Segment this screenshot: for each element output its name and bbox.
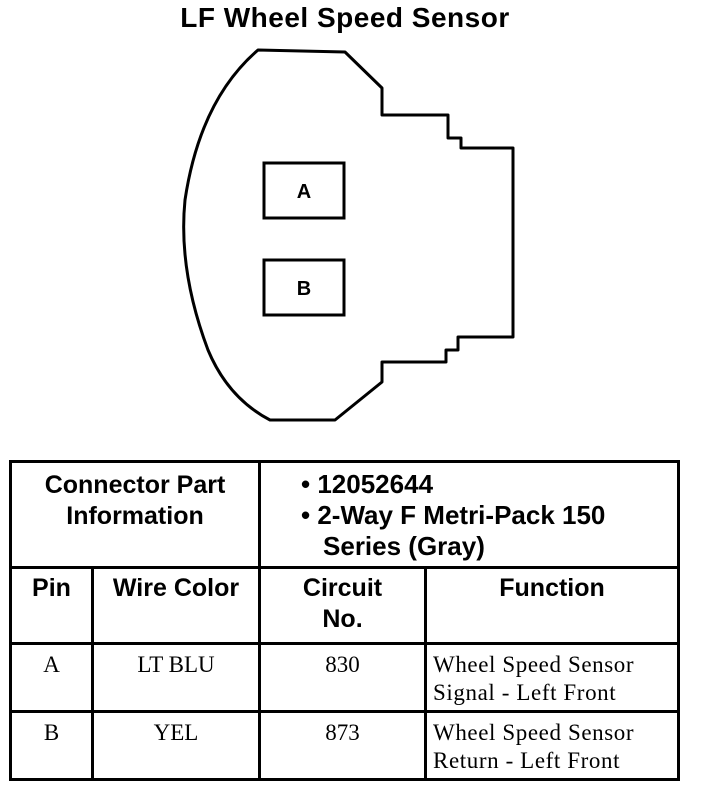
header-circuit-no: Circuit No. [258, 566, 428, 645]
connector-housing-outline [182, 48, 515, 422]
row-a-pin: A [9, 642, 94, 713]
part-info-details: • 12052644 • 2-Way F Metri-Pack 150 Seri… [258, 460, 681, 569]
header-wire-color: Wire Color [90, 566, 262, 645]
row-a-circuit-no: 830 [258, 642, 428, 713]
row-a-wire-color: LT BLU [90, 642, 262, 713]
part-number-bullet: • 12052644 [301, 469, 434, 499]
row-b-pin: B [9, 710, 94, 781]
table-row: B YEL 873 Wheel Speed Sensor Return - Le… [9, 710, 681, 781]
connector-info-table: Connector Part Information • 12052644 • … [8, 460, 681, 781]
part-info-row: Connector Part Information • 12052644 • … [8, 460, 681, 569]
pin-b-cavity [262, 258, 346, 317]
pin-b-label: B [297, 278, 311, 300]
table-header-row: Pin Wire Color Circuit No. Function [9, 566, 681, 645]
pin-a-label: A [297, 181, 311, 203]
table-row: A LT BLU 830 Wheel Speed Sensor Signal -… [9, 642, 681, 713]
part-info-label: Connector Part Information [8, 460, 262, 569]
connector-face-diagram: A B [182, 48, 515, 422]
row-a-function: Wheel Speed Sensor Signal - Left Front [424, 642, 681, 713]
row-b-circuit-no: 873 [258, 710, 428, 781]
connector-type: 2-Way F Metri-Pack 150 Series (Gray) [317, 500, 606, 561]
header-pin: Pin [9, 566, 94, 645]
connector-type-bullet: • 2-Way F Metri-Pack 150 Series (Gray) [301, 500, 606, 561]
header-function: Function [424, 566, 681, 645]
diagram-title: LF Wheel Speed Sensor [180, 2, 510, 33]
part-number: 12052644 [317, 469, 434, 499]
pin-a-cavity [262, 161, 346, 220]
row-b-wire-color: YEL [90, 710, 262, 781]
row-b-function: Wheel Speed Sensor Return - Left Front [424, 710, 681, 781]
